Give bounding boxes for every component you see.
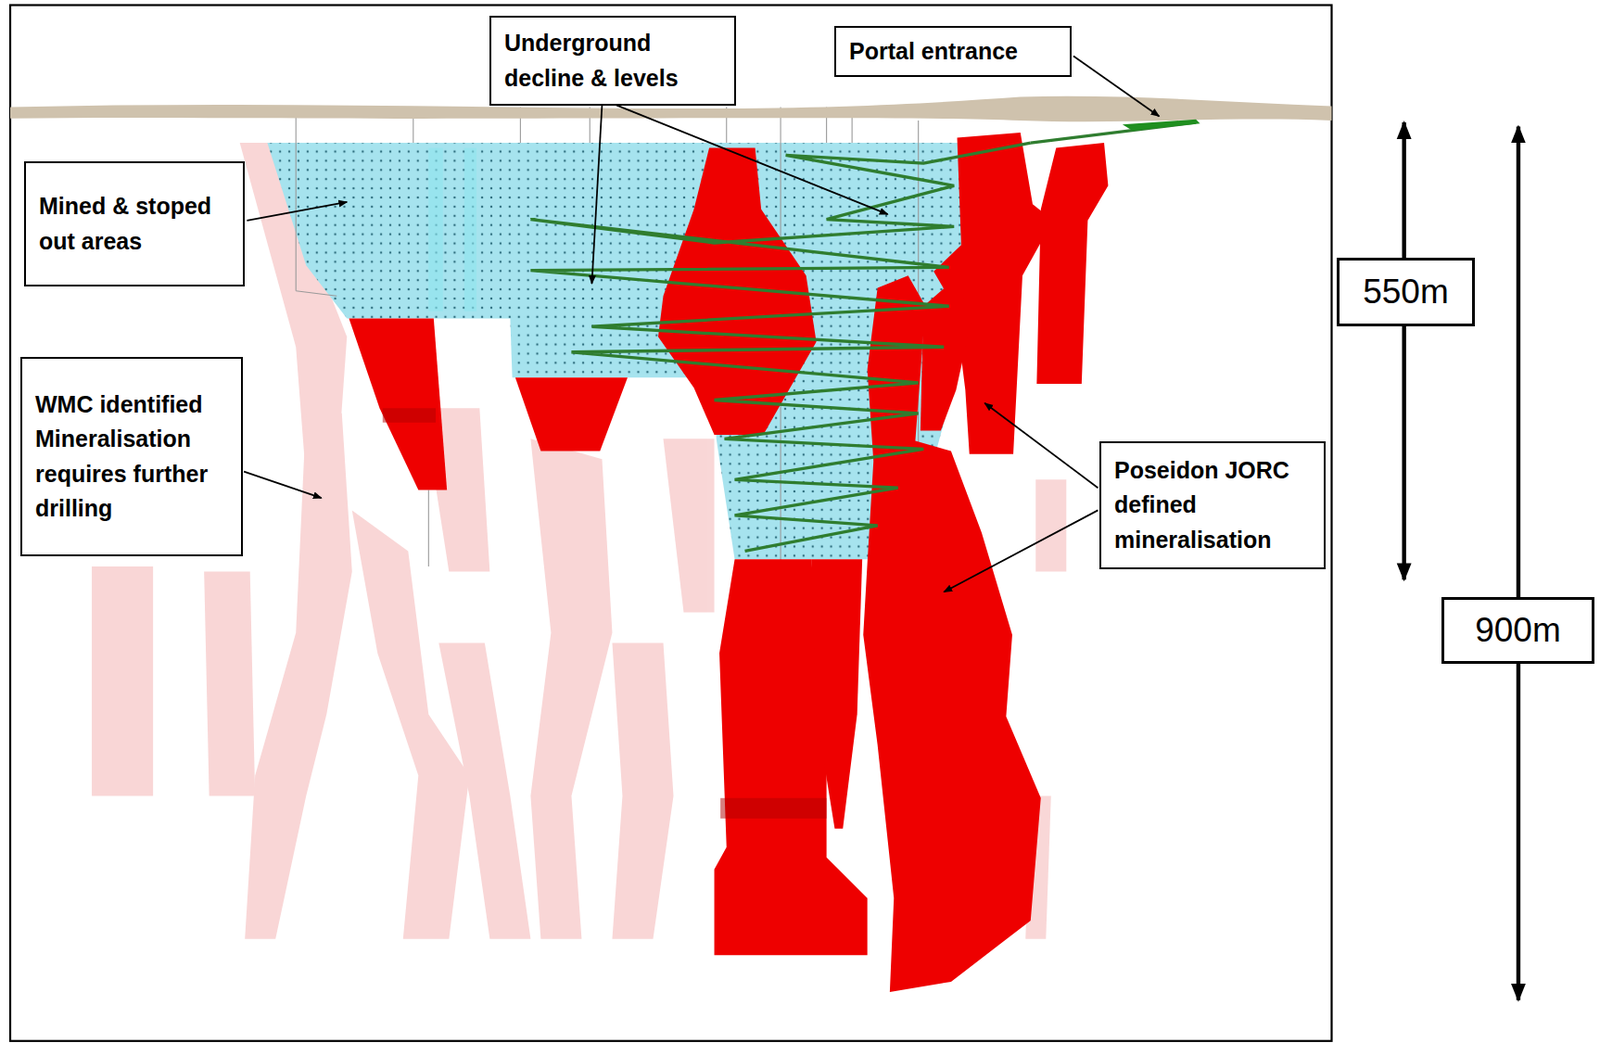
dimension-arrows (1404, 122, 1519, 1001)
callout-text: Underground decline & levels (491, 22, 735, 100)
callout-text: Portal entrance (836, 30, 1031, 74)
jorc-mineralisation (348, 132, 1108, 992)
callout-box: Underground decline & levels (489, 15, 737, 106)
callout-text: Poseidon JORC defined mineralisation (1101, 449, 1324, 562)
callout-box: Poseidon JORC defined mineralisation (1099, 441, 1326, 570)
stope-highlights (428, 148, 477, 312)
portal-entrance (1122, 119, 1201, 131)
callout-text: Mined & stoped out areas (25, 185, 243, 263)
callout-box: WMC identified Mineralisation requires f… (20, 356, 243, 557)
decline-ramp (530, 142, 1030, 551)
callout-box: Portal entrance (834, 25, 1072, 77)
callout-box: Mined & stoped out areas (24, 161, 245, 287)
dimension-label: 900m (1441, 596, 1595, 664)
jorc-shading (382, 407, 827, 819)
callout-text: 550m (1339, 266, 1473, 318)
callout-text: WMC identified Mineralisation requires f… (22, 383, 242, 531)
dimension-label: 550m (1336, 257, 1475, 327)
callout-text: 900m (1444, 604, 1592, 657)
section-frame (10, 5, 1332, 1042)
leader-arrows (243, 56, 1159, 593)
